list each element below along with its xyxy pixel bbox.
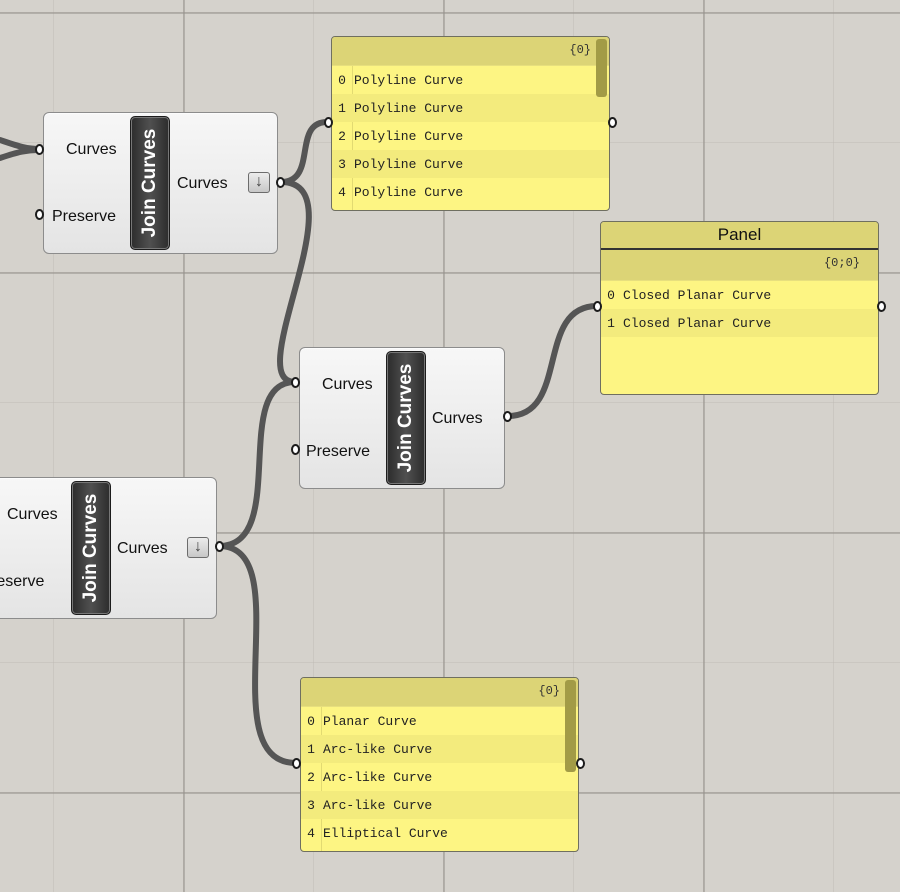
panel-output-grip[interactable] [576, 758, 585, 769]
flatten-icon[interactable]: ↓ [248, 172, 270, 193]
input-curves-label[interactable]: Curves [7, 506, 58, 523]
wire-bot-to-panel-bottom[interactable] [216, 543, 299, 766]
list-item: 0 Closed Planar Curve [601, 281, 878, 309]
list-item: 0 Planar Curve [301, 707, 578, 735]
row-index: 0 [338, 73, 346, 88]
list-item: 2 Polyline Curve [332, 122, 609, 150]
row-index: 1 [607, 316, 615, 331]
row-text: Elliptical Curve [323, 826, 448, 841]
row-index: 2 [338, 129, 346, 144]
join-curves-component-middle[interactable]: Curves Preserve Join Curves Curves [299, 347, 505, 489]
list-item: 4 Elliptical Curve [301, 819, 578, 847]
panel-header: {0} [301, 678, 578, 707]
join-curves-component-top[interactable]: Curves Preserve Join Curves Curves ↓ [43, 112, 278, 254]
row-text: Arc-like Curve [323, 798, 433, 813]
panel-header: {0} [332, 37, 609, 66]
panel-path: {0;0} [823, 256, 860, 270]
index-divider [352, 37, 353, 210]
component-title-bar[interactable]: Join Curves [71, 481, 111, 615]
component-title: Join Curves [80, 493, 101, 603]
row-index: 1 [307, 742, 315, 757]
row-text: Polyline Curve [354, 73, 464, 88]
list-item: 1 Arc-like Curve [301, 735, 578, 763]
panel-input-grip[interactable] [292, 758, 301, 769]
row-text: Polyline Curve [354, 101, 464, 116]
row-index: 3 [307, 798, 315, 813]
row-text: Arc-like Curve [323, 770, 433, 785]
panel-path: {0} [569, 43, 591, 57]
row-index: 0 [307, 714, 315, 729]
row-index: 0 [607, 288, 615, 303]
row-text: Polyline Curve [354, 157, 464, 172]
row-index: 1 [338, 101, 346, 116]
wire-top-to-panel-top[interactable] [278, 119, 330, 185]
row-text: Planar Curve [323, 714, 417, 729]
list-item: 3 Polyline Curve [332, 150, 609, 178]
panel-title: Panel [601, 222, 878, 250]
component-title-bar[interactable]: Join Curves [386, 351, 426, 485]
input-grip-preserve[interactable] [35, 209, 44, 220]
component-title-bar[interactable]: Join Curves [130, 116, 170, 250]
list-item: 1 Closed Planar Curve [601, 309, 878, 337]
list-item: 1 Polyline Curve [332, 94, 609, 122]
row-index: 3 [338, 157, 346, 172]
wire-mid-to-panel-right[interactable] [505, 303, 600, 419]
input-preserve-label[interactable]: Preserve [52, 208, 117, 225]
input-preserve-label[interactable]: reserve [0, 573, 45, 590]
wire-top-to-mid[interactable] [277, 179, 312, 385]
row-text: Closed Planar Curve [623, 316, 772, 331]
row-text: Polyline Curve [354, 129, 464, 144]
panel-path: {0} [538, 684, 560, 698]
input-preserve-label[interactable]: Preserve [306, 443, 371, 460]
panel-input-grip[interactable] [324, 117, 333, 128]
output-grip-curves[interactable] [215, 541, 224, 552]
component-title: Join Curves [139, 128, 160, 238]
row-index: 4 [307, 826, 315, 841]
input-curves-label[interactable]: Curves [322, 376, 373, 393]
row-text: Arc-like Curve [323, 742, 433, 757]
output-curves-label[interactable]: Curves [117, 540, 168, 557]
join-curves-component-bottom[interactable]: Curves reserve Join Curves Curves ↓ [0, 477, 217, 619]
wire-bot-to-mid[interactable] [216, 379, 298, 549]
input-curves-label[interactable]: Curves [66, 141, 117, 158]
output-curves-label[interactable]: Curves [177, 175, 228, 192]
input-grip-curves[interactable] [291, 377, 300, 388]
list-item: 4 Polyline Curve [332, 178, 609, 206]
index-divider [321, 678, 322, 851]
row-text: Polyline Curve [354, 185, 464, 200]
panel-scrollbar[interactable] [565, 680, 576, 772]
panel-output-grip[interactable] [877, 301, 886, 312]
panel-output-grip[interactable] [608, 117, 617, 128]
row-index: 2 [307, 770, 315, 785]
input-grip-curves[interactable] [35, 144, 44, 155]
output-grip-curves[interactable] [503, 411, 512, 422]
list-item: 0 Polyline Curve [332, 66, 609, 94]
panel-header: {0;0} [601, 250, 878, 281]
panel-scrollbar[interactable] [596, 39, 607, 97]
row-index: 4 [338, 185, 346, 200]
component-title: Join Curves [395, 363, 416, 473]
flatten-icon[interactable]: ↓ [187, 537, 209, 558]
list-item: 3 Arc-like Curve [301, 791, 578, 819]
output-grip-curves[interactable] [276, 177, 285, 188]
output-curves-label[interactable]: Curves [432, 410, 483, 427]
panel-input-grip[interactable] [593, 301, 602, 312]
row-text: Closed Planar Curve [623, 288, 772, 303]
list-item: 2 Arc-like Curve [301, 763, 578, 791]
wire-incoming-2[interactable] [0, 147, 43, 161]
input-grip-preserve[interactable] [291, 444, 300, 455]
